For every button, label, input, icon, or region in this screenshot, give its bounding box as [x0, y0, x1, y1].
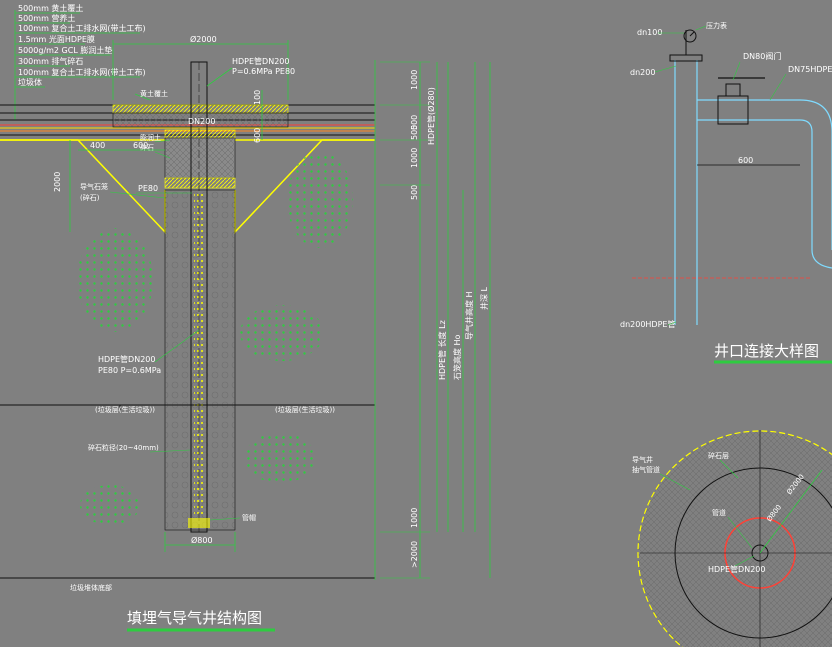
plan-label-2: 抽气管道	[632, 465, 660, 474]
fill-label-1: 膨润土	[140, 133, 161, 142]
well-plan: 导气井 抽气管道 碎石层 管道 HDPE管DN200 Ø800 Ø2000	[632, 430, 832, 647]
legend-item-4: 1.5mm 光面HDPE膜	[18, 34, 95, 44]
dim-600: 600	[133, 141, 148, 150]
legend-item-7: 100mm 复合土工排水网(带土工布)	[18, 67, 146, 77]
right-dim-5: 500	[410, 185, 419, 200]
pipe-mid-label-2: PE80 P=0.6MPa	[98, 366, 161, 375]
detail-dn200: dn200	[630, 68, 655, 77]
legend-item-2: 500mm 营养土	[18, 13, 75, 23]
gravel-label-1: 导气石笼	[80, 182, 108, 191]
detail-dim-600: 600	[738, 156, 753, 165]
dim-top: Ø2000	[190, 34, 217, 44]
right-v4: 导气井高度 H	[464, 291, 474, 340]
legend-item-1: 500mm 黄土覆土	[18, 3, 83, 13]
right-dim-6: 1000	[410, 508, 419, 528]
pipe-mid-label-1: HDPE管DN200	[98, 354, 155, 364]
layer-legend: 500mm 黄土覆土 500mm 营养土 100mm 复合土工排水网(带土工布)…	[14, 3, 146, 120]
well-section: Ø2000 HDPE管DN200 P=0.6MPa PE80 DN200 黄土覆…	[0, 34, 491, 632]
cover-label: 黄土覆土	[140, 89, 168, 98]
detail-bottom-label: dn200HDPE管	[620, 319, 675, 329]
right-dim-4: 1000	[410, 148, 419, 168]
detail-dn80: DN80阀门	[743, 51, 781, 61]
dim-400: 400	[90, 141, 105, 150]
pipe-top-label-1: HDPE管DN200	[232, 56, 289, 66]
dim-100: 100	[253, 90, 262, 105]
legend-item-5: 5000g/m2 GCL 膨润土垫	[18, 45, 112, 55]
dim-800: Ø800	[191, 535, 213, 545]
gravel-size-label: 碎石粒径(20~40mm)	[88, 443, 159, 452]
fill-label-2: 碎石	[140, 143, 154, 152]
plan-label-3: 碎石层	[708, 451, 729, 460]
plan-label-4: 管道	[712, 508, 726, 517]
legend-item-8: 垃圾体	[18, 77, 42, 87]
pipe-top-label-2: P=0.6MPa PE80	[232, 67, 295, 76]
dim-2000-left: 2000	[53, 172, 62, 192]
plan-label-1: 导气井	[632, 455, 653, 464]
gravel-label-2: (碎石)	[80, 193, 100, 202]
pe80-label: PE80	[138, 184, 158, 193]
right-dim-3: 500	[410, 125, 419, 140]
right-v3: 石笼高度 Ho	[452, 334, 462, 380]
plan-pipe-label: HDPE管DN200	[708, 564, 765, 574]
right-dim-2: 500	[410, 115, 419, 130]
right-v5: 井深 L	[479, 286, 489, 310]
section-title: 填埋气导气井结构图	[127, 609, 262, 627]
detail-title: 井口连接大样图	[714, 342, 819, 360]
bottom-cap-label: 管帽	[242, 513, 256, 522]
right-v2: HDPE管 长度 Lz	[437, 320, 447, 380]
base-label: 垃圾堆体底部	[70, 583, 112, 592]
dn-label: DN200	[188, 117, 215, 126]
wellhead-detail: 600 dn100 压力表 dn200 DN80阀门 DN75HDPE管 dn2…	[620, 21, 832, 364]
legend-item-3: 100mm 复合土工排水网(带土工布)	[18, 23, 146, 33]
dim-600-v: 600	[253, 128, 262, 143]
right-dim-1: 1000	[410, 70, 419, 90]
right-dim-7: >2000	[410, 541, 419, 568]
waste-label-right: (垃圾层(生活垃圾))	[275, 405, 335, 414]
detail-dn75: DN75HDPE管	[788, 64, 832, 74]
right-v1: HDPE管(Ø280)	[426, 87, 436, 145]
waste-label-left: (垃圾层(生活垃圾))	[95, 405, 155, 414]
detail-dn100: dn100	[637, 28, 662, 37]
legend-item-6: 300mm 排气碎石	[18, 56, 83, 66]
detail-valve-label: 压力表	[706, 21, 727, 30]
